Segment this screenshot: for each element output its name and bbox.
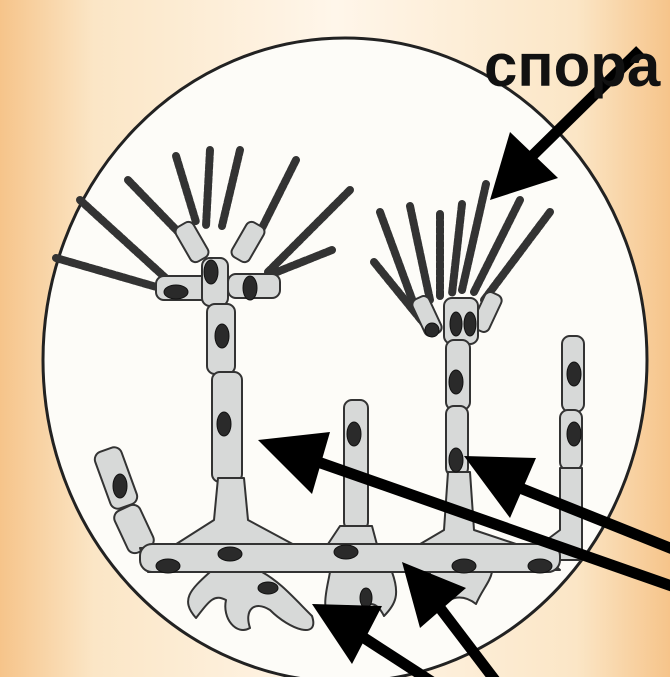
- spore-label: спора: [484, 36, 660, 96]
